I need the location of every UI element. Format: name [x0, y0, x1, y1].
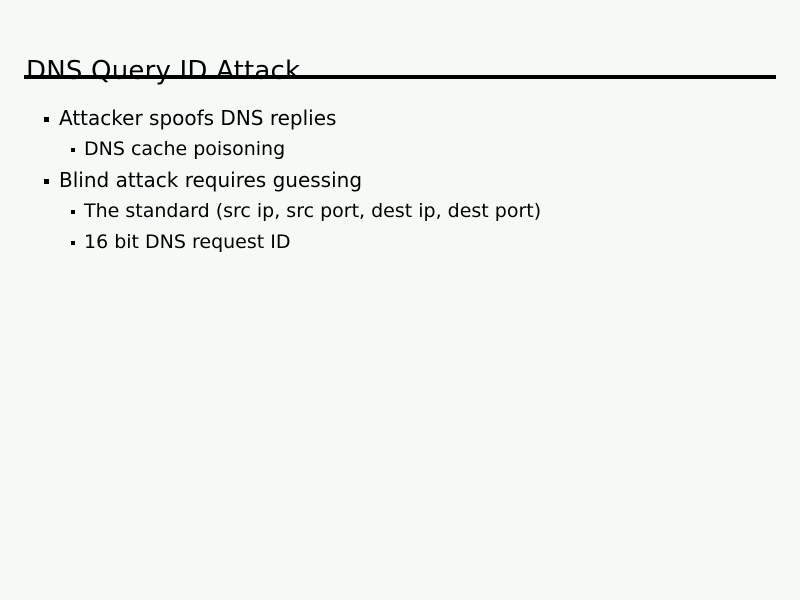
- square-bullet-icon: [44, 179, 49, 184]
- bullet-item-label: The standard (src ip, src port, dest ip,…: [84, 200, 542, 222]
- square-bullet-icon: [71, 241, 75, 245]
- bullet-item-5: 16 bit DNS request ID: [0, 230, 800, 261]
- bullet-item-label: 16 bit DNS request ID: [84, 231, 291, 253]
- bullet-item-label: Attacker spoofs DNS replies: [59, 106, 337, 130]
- slide-body-bullet-list: Attacker spoofs DNS replies DNS cache po…: [0, 106, 800, 261]
- bullet-item-1: Attacker spoofs DNS replies: [0, 106, 800, 137]
- bullet-item-4: The standard (src ip, src port, dest ip,…: [0, 199, 800, 230]
- slide-title: DNS Query ID Attack: [26, 56, 301, 87]
- bullet-item-label: Blind attack requires guessing: [59, 168, 363, 192]
- square-bullet-icon: [71, 210, 75, 214]
- bullet-item-2: DNS cache poisoning: [0, 137, 800, 168]
- bullet-item-label: DNS cache poisoning: [84, 138, 286, 160]
- bullet-item-3: Blind attack requires guessing: [0, 168, 800, 199]
- square-bullet-icon: [44, 117, 49, 122]
- square-bullet-icon: [71, 148, 75, 152]
- title-underline-rule: [24, 75, 776, 79]
